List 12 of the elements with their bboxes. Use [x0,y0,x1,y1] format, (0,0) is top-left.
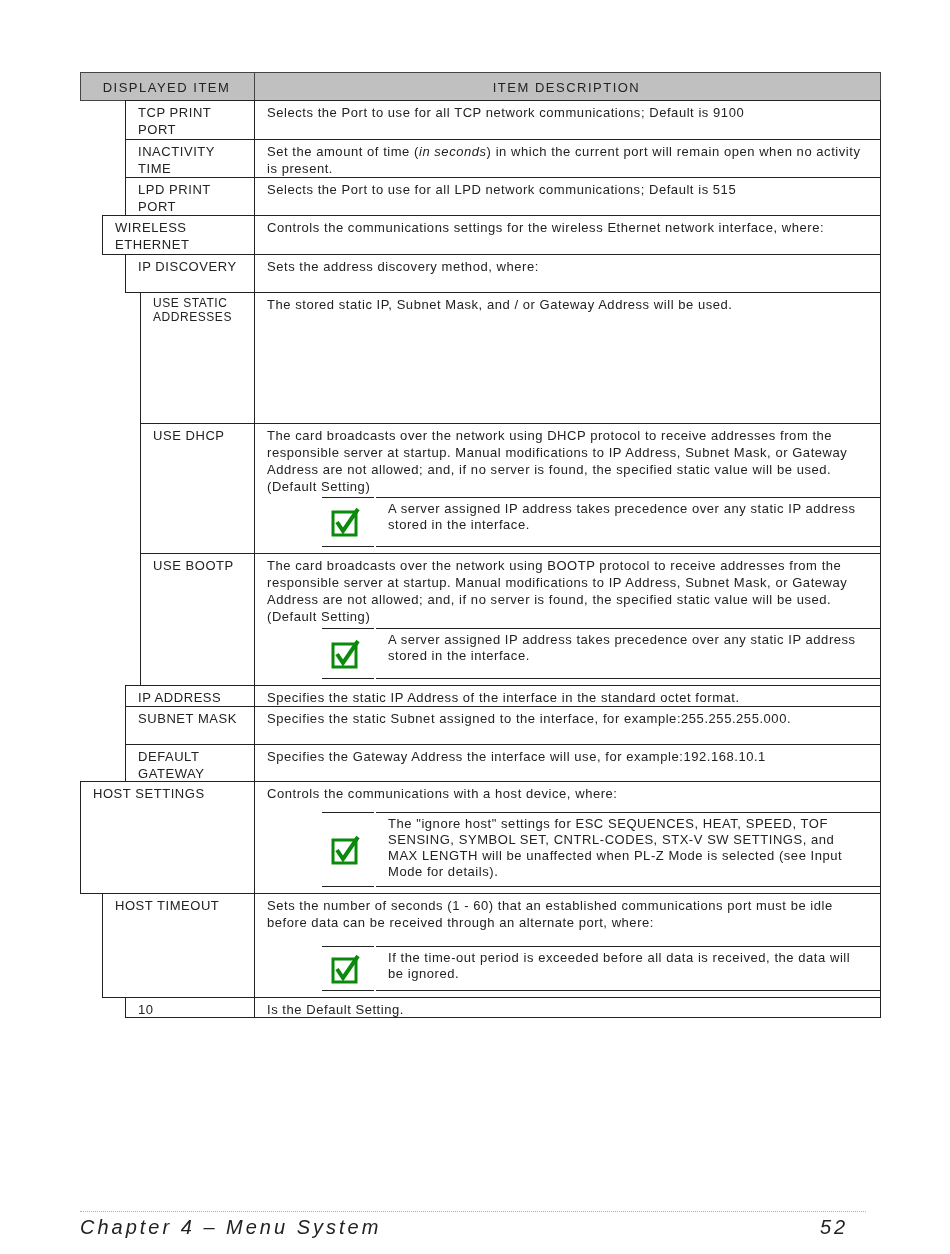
note-text: The "ignore host" settings for ESC SEQUENCES, HEAT, SPEED, TOF SENSING, SYMBOL SET, CNTRL-CODES, STX-V SW SETTINGS, and MAX LENGTH will be unaffected when PL-Z Mode is selected (see Input Mode for details). [388,816,844,880]
header-cell: DISPLAYED ITEM [80,72,255,101]
item-cell: 10 [125,997,255,1018]
header-cell: ITEM DESCRIPTION [254,72,881,101]
item-cell: TCP PRINT PORT [125,100,255,140]
chapter-title: Chapter 4 – Menu System [80,1216,382,1239]
description-cell: Is the Default Setting. [254,997,881,1018]
note-text: A server assigned IP address takes precedence over any static IP address stored in the interface. [388,632,857,664]
page-number: 52 [820,1216,849,1239]
note-text: If the time-out period is exceeded before all data is received, the data will be ignored. [388,950,852,982]
description-cell: Selects the Port to use for all TCP network communications; Default is 9100 [254,100,881,140]
note-text: A server assigned IP address takes precedence over any static IP address stored in the interface. [388,501,857,533]
